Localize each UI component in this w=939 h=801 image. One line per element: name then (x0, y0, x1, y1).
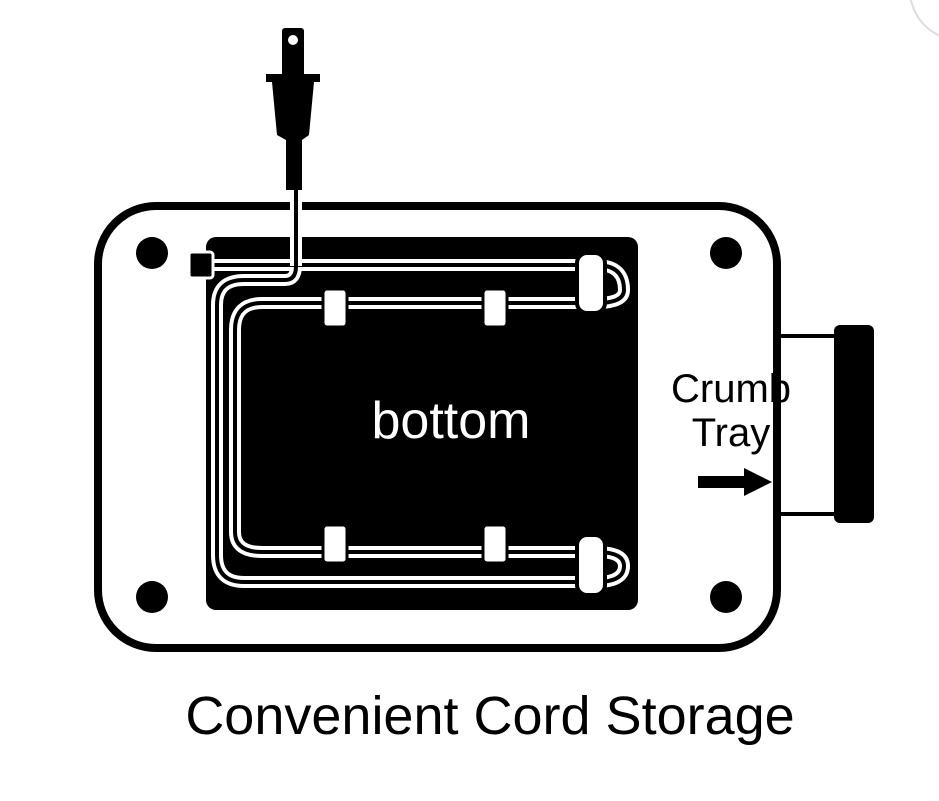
bottom-label: bottom (372, 392, 531, 450)
bottom-panel (206, 237, 638, 610)
peg-top-1 (321, 287, 349, 329)
crumb-tray-label-line2: Tray (692, 411, 771, 455)
crumb-tray-handle (834, 325, 874, 523)
corner-decoration (910, 0, 939, 37)
cord-end-cap (187, 250, 215, 280)
peg-top-2 (481, 287, 509, 329)
foot-bottom-right (710, 581, 742, 613)
foot-top-right (710, 237, 742, 269)
peg-bottom-2 (481, 523, 509, 565)
cord-channel (189, 259, 630, 588)
arrow-right-icon (698, 468, 772, 496)
cord-hook-top (575, 251, 607, 315)
plug-icon (266, 28, 320, 190)
foot-top-left (136, 237, 168, 269)
foot-bottom-left (136, 581, 168, 613)
cord-wrap-pegs (321, 251, 607, 597)
peg-bottom-1 (321, 523, 349, 565)
cord-hook-bottom (575, 533, 607, 597)
base-feet (136, 237, 742, 613)
diagram-caption: Convenient Cord Storage (185, 686, 794, 746)
crumb-tray-label-line1: Crumb (671, 367, 791, 411)
